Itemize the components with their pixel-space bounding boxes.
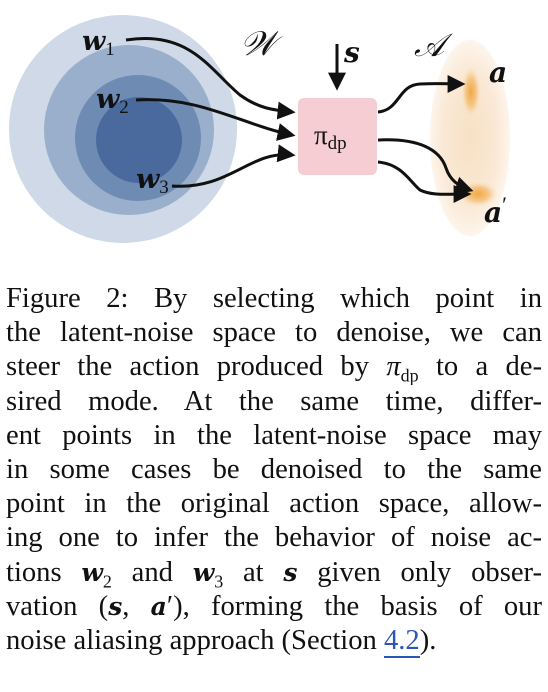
- caption-line: steer the action produced by πdp to a de…: [6, 351, 542, 385]
- math-symbol: s: [108, 591, 123, 621]
- arrow-w1-to-policy: [125, 37, 296, 120]
- caption-line: tions w2 and w3 at s given only obser-: [6, 556, 542, 590]
- action-label-a-prime: a′: [484, 192, 507, 229]
- caption-line: point in the original action space, allo…: [6, 488, 542, 520]
- arrow-w3-to-policy: [171, 144, 296, 188]
- arrow-w2-to-policy: [135, 98, 296, 141]
- caption-line: in some cases be denoised to the same: [6, 453, 542, 485]
- caption-line: ent points in the latent-noise space may: [6, 419, 542, 451]
- math-symbol: a: [150, 591, 167, 621]
- noise-core: [96, 97, 182, 183]
- noise-space: [9, 15, 237, 243]
- math-symbol: π: [386, 351, 401, 383]
- action-mode-a: [461, 66, 481, 118]
- action-label-a: a: [489, 56, 507, 89]
- math-symbol: w: [192, 557, 215, 587]
- noise-point-w2: w2: [96, 84, 129, 118]
- section-link[interactable]: 4.2: [383, 624, 420, 658]
- noise-point-w3: w3: [136, 164, 169, 198]
- noise-space-label: 𝒲: [240, 24, 283, 64]
- arrow-policy-to-a: [377, 74, 466, 114]
- state-label: s: [343, 36, 360, 69]
- math-symbol: w: [81, 557, 103, 587]
- caption-line: noise aliasing approach (Section 4.2).: [6, 624, 437, 658]
- arrow-policy-to-a-prime-2: [377, 160, 472, 204]
- caption-line: sired mode. At the same time, differ-: [6, 385, 542, 417]
- caption-line: ing one to infer the behavior of noise a…: [6, 522, 542, 554]
- figure-diagram: 𝒲 𝒜 πdp s w1 w2 w3 a a′: [9, 15, 510, 243]
- caption-line: Figure 2: By selecting which point in: [6, 283, 542, 314]
- policy-box: [298, 98, 377, 175]
- noise-point-w1: w1: [82, 26, 115, 60]
- policy-label: πdp: [314, 120, 347, 154]
- caption-line: vation (s, a′), forming the basis of our: [6, 590, 542, 622]
- math-symbol: s: [283, 557, 298, 587]
- caption-line: the latent-noise space to denoise, we ca…: [6, 317, 542, 349]
